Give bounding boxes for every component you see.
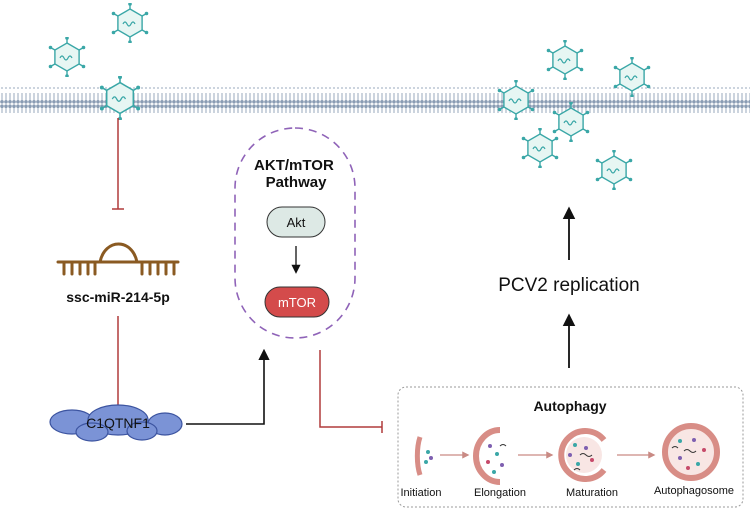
stage-elongation-label: Elongation — [474, 487, 526, 499]
c1qtnf1-label: C1QTNF1 — [86, 415, 150, 431]
inhibition-arrow-virus-to-mirna — [112, 118, 124, 210]
stage-autophagosome-label: Autophagosome — [654, 485, 734, 497]
inhibition-arrow-mtor-to-autophagy — [319, 350, 383, 433]
pathway-title: AKT/mTOR Pathway — [254, 157, 338, 191]
akt-label: Akt — [287, 215, 306, 230]
autophagy-title: Autophagy — [533, 398, 606, 414]
microrna-hairpin-icon — [56, 242, 180, 276]
mtor-node — [264, 286, 330, 318]
pathway-container — [234, 127, 356, 339]
virus-particle-icon — [521, 128, 559, 168]
protein-blob-icon — [49, 404, 183, 442]
activation-arrow-c1qtnf1-to-pathway — [186, 348, 270, 425]
akt-node — [266, 206, 326, 238]
inhibition-arrow-mirna-to-c1qtnf1 — [112, 316, 124, 413]
pcv2-replication-label: PCV2 replication — [498, 275, 640, 296]
phagophore-icon — [414, 436, 433, 476]
stage-maturation-label: Maturation — [566, 487, 618, 499]
phagophore-icon — [473, 427, 507, 485]
virus-particle-icon — [595, 150, 633, 190]
autophagosome-icon — [662, 423, 720, 481]
mtor-label: mTOR — [278, 295, 316, 310]
virus-particle-icon — [110, 3, 150, 43]
phagophore-icon — [558, 428, 607, 482]
mirna-label: ssc-miR-214-5p — [66, 289, 170, 305]
autophagy-container — [397, 386, 744, 508]
virus-particle-icon — [546, 40, 584, 80]
virus-particle-icon — [48, 37, 87, 77]
stage-initiation-label: Initiation — [401, 487, 442, 499]
